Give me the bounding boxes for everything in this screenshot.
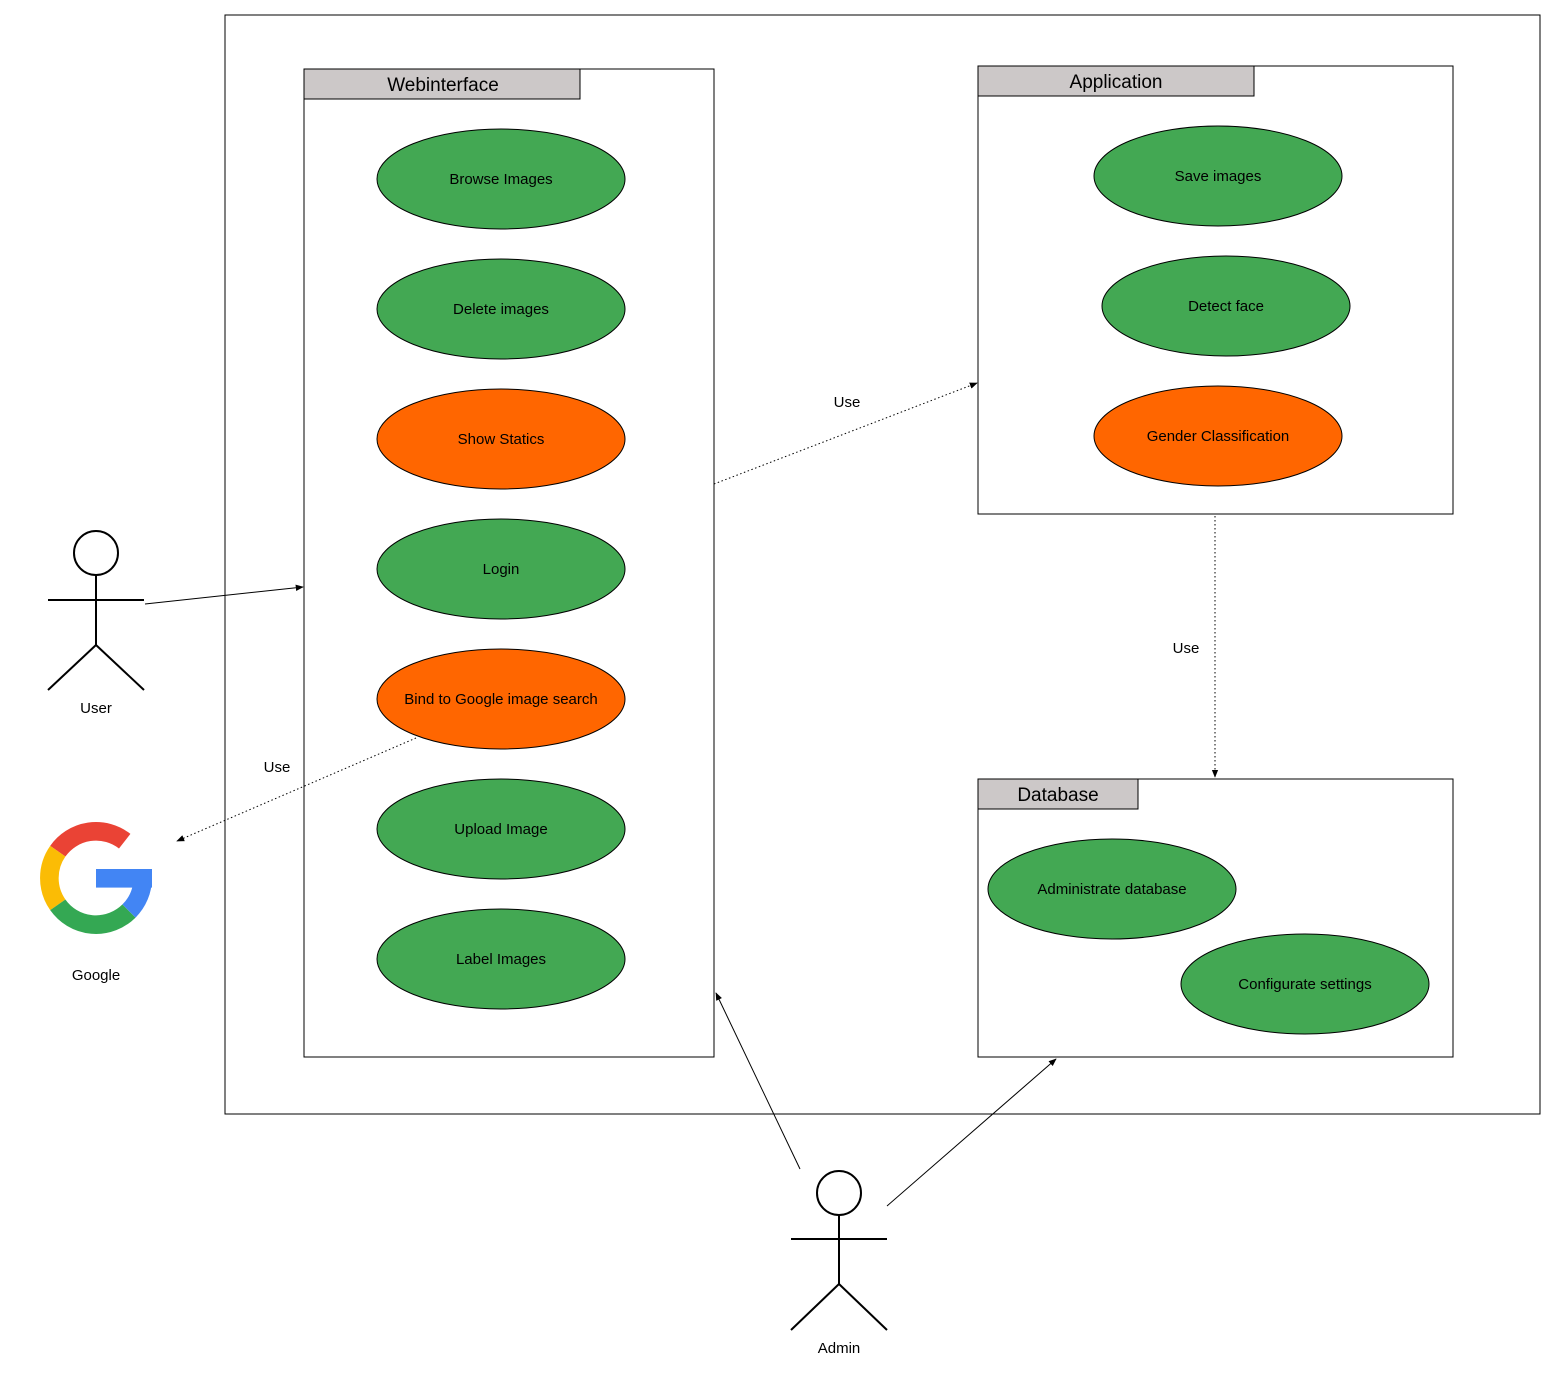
- use-case-ellipse: [376, 128, 626, 230]
- use-case-label: Label Images: [456, 951, 546, 968]
- google-logo-green-arc: [50, 899, 136, 934]
- connector-admin-to-webinterface: [715, 992, 801, 1170]
- use-case-label: Delete images: [453, 301, 549, 318]
- package-application-tab: [977, 65, 1255, 97]
- connector-webinterface-to-application: [713, 382, 978, 485]
- use-case-ellipse: [1093, 125, 1343, 227]
- use-case-label: Detect face: [1188, 298, 1264, 315]
- connector-webinterface-to-google: [176, 737, 417, 842]
- use-case-ellipse: [376, 778, 626, 880]
- use-case-ellipse: [376, 518, 626, 620]
- use-case-label: Gender Classification: [1147, 428, 1290, 445]
- use-case-label: Login: [483, 561, 520, 578]
- use-case-webinterface: Login: [376, 518, 626, 620]
- use-case-ellipse: [1093, 385, 1343, 487]
- google-logo-icon: [40, 822, 152, 934]
- use-case-ellipse: [376, 648, 626, 750]
- use-case-webinterface: Show Statics: [376, 388, 626, 490]
- actor-user-head: [73, 530, 119, 576]
- connector-admin-to-database: [886, 1058, 1057, 1207]
- use-case-webinterface: Upload Image: [376, 778, 626, 880]
- actor-user: [47, 530, 145, 691]
- use-case-label: Administrate database: [1037, 881, 1186, 898]
- actor-admin: [790, 1170, 888, 1331]
- package-webinterface-tab: [303, 68, 581, 100]
- use-case-label: Show Statics: [458, 431, 545, 448]
- use-case-label: Configurate settings: [1238, 976, 1371, 993]
- use-case-database: Configurate settings: [1180, 933, 1430, 1035]
- actor-user-label: User: [80, 700, 112, 717]
- actor-google-label: Google: [72, 967, 120, 984]
- use-case-webinterface: Browse Images: [376, 128, 626, 230]
- google-logo-red-arc: [50, 822, 131, 857]
- use-case-application: Save images: [1093, 125, 1343, 227]
- use-case-webinterface: Label Images: [376, 908, 626, 1010]
- use-case-database: Administrate database: [987, 838, 1237, 940]
- use-case-label: Upload Image: [454, 821, 547, 838]
- actor-admin-label: Admin: [818, 1340, 861, 1357]
- use-case-label: Browse Images: [449, 171, 552, 188]
- use-case-ellipse: [376, 388, 626, 490]
- package-application-title: Application: [1070, 72, 1163, 93]
- use-case-application: Detect face: [1101, 255, 1351, 357]
- use-case-label: Bind to Google image search: [404, 691, 597, 708]
- package-database-title: Database: [1017, 785, 1098, 806]
- package-database: Database Administrate databaseConfigurat…: [977, 778, 1454, 1058]
- connector-application-to-database-label: Use: [1173, 640, 1200, 657]
- use-case-webinterface: Delete images: [376, 258, 626, 360]
- use-case-ellipse: [376, 258, 626, 360]
- use-case-ellipse: [987, 838, 1237, 940]
- package-webinterface-title: Webinterface: [387, 75, 499, 96]
- use-case-webinterface: Bind to Google image search: [376, 648, 626, 750]
- use-case-ellipse: [1101, 255, 1351, 357]
- google-logo-yellow-arc: [40, 845, 66, 911]
- google-logo-blue-bar: [96, 869, 152, 888]
- package-database-tab: [977, 778, 1139, 810]
- use-case-ellipse: [1180, 933, 1430, 1035]
- connector-user-to-webinterface: [144, 584, 304, 605]
- connector-webinterface-to-application-label: Use: [834, 394, 861, 411]
- actor-admin-head: [816, 1170, 862, 1216]
- use-case-label: Save images: [1175, 168, 1262, 185]
- use-case-ellipse: [376, 908, 626, 1010]
- connector-webinterface-to-google-label: Use: [264, 759, 291, 776]
- use-case-application: Gender Classification: [1093, 385, 1343, 487]
